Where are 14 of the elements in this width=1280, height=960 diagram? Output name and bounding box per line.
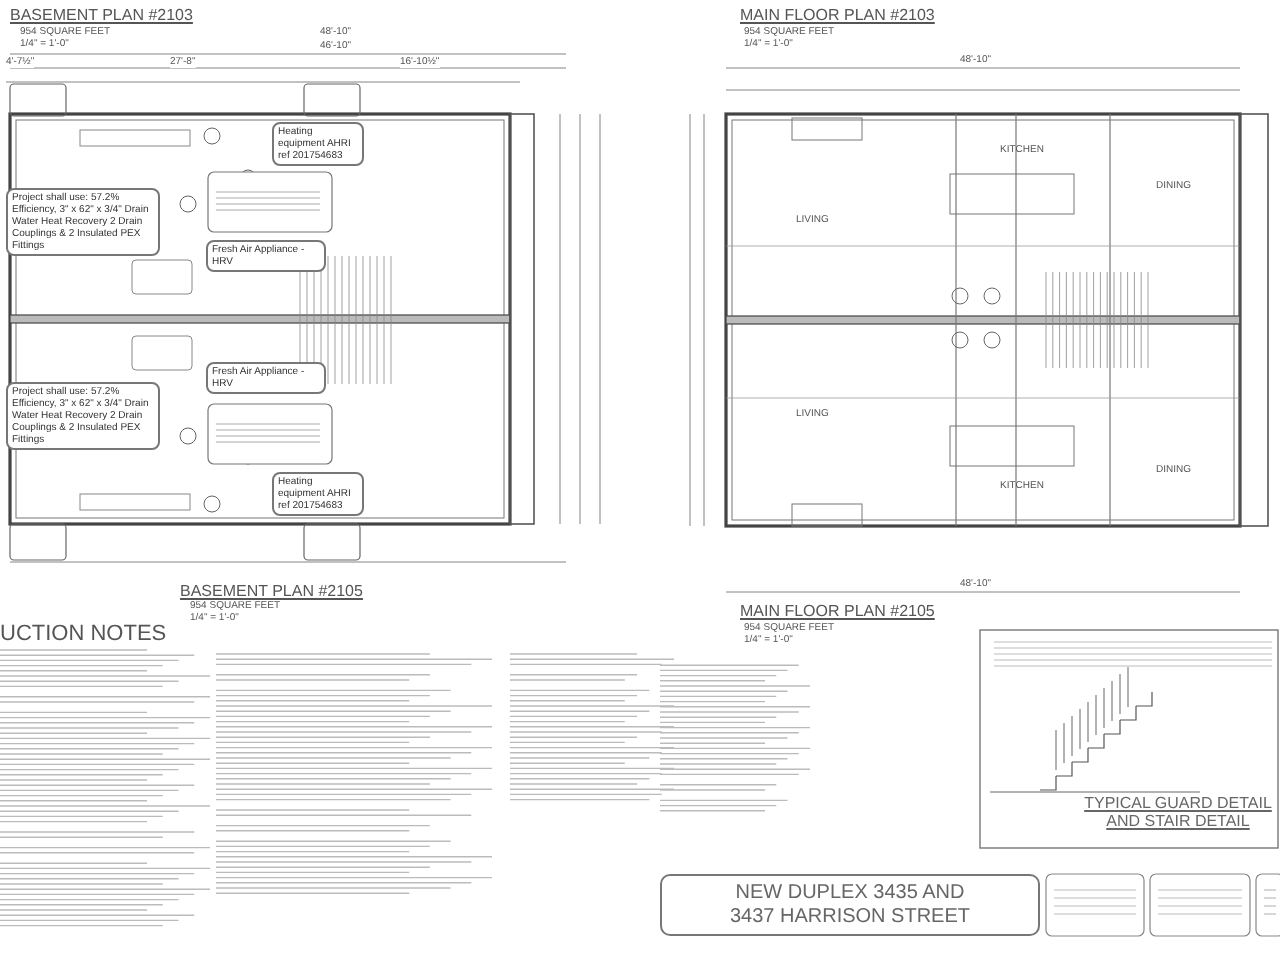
note-callout <box>206 362 326 394</box>
note-callout <box>206 240 326 272</box>
project-title: NEW DUPLEX 3435 AND 3437 HARRISON STREET <box>727 881 973 929</box>
plan-title: MAIN FLOOR PLAN #2103 <box>740 6 935 24</box>
note-callout <box>6 382 160 450</box>
plan-title: BASEMENT PLAN #2105 <box>180 582 363 600</box>
plan-title: BASEMENT PLAN #2103 <box>10 6 193 24</box>
note-callout <box>272 122 364 166</box>
detail-title: TYPICAL GUARD DETAIL AND STAIR DETAIL <box>1084 794 1272 830</box>
note-callout <box>6 188 160 256</box>
title-block-panel <box>660 874 1040 936</box>
notes-heading: UCTION NOTES <box>0 622 167 646</box>
plan-title: MAIN FLOOR PLAN #2105 <box>740 602 935 620</box>
note-callout <box>272 472 364 516</box>
